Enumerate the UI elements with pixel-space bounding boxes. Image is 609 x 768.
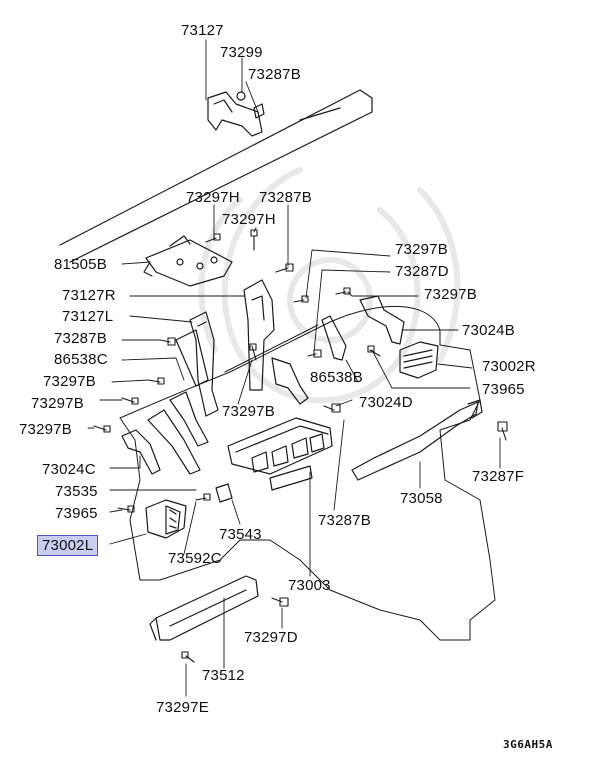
vent-73002R-part	[399, 341, 439, 379]
clip-73543-part	[215, 483, 233, 503]
part-label-73297B-r1[interactable]: 73297B	[395, 241, 448, 258]
plate-81505B-part	[143, 235, 233, 287]
vent-73002L-part	[145, 499, 187, 539]
part-label-73535[interactable]: 73535	[55, 483, 98, 500]
bracket-73024C-part	[121, 391, 209, 475]
part-label-73287D[interactable]: 73287D	[395, 263, 449, 280]
part-label-73297B-r2[interactable]: 73297B	[424, 286, 477, 303]
part-label-73297B-l2[interactable]: 73297B	[31, 395, 84, 412]
part-label-73543[interactable]: 73543	[219, 526, 262, 543]
leader-lines	[87, 39, 501, 697]
part-label-73297B-l3[interactable]: 73297B	[19, 421, 72, 438]
screws	[93, 229, 508, 663]
part-label-73002R[interactable]: 73002R	[482, 358, 536, 375]
part-label-73297D[interactable]: 73297D	[244, 629, 298, 646]
part-label-81505B[interactable]: 81505B	[54, 256, 107, 273]
bracket-73512-part	[149, 575, 259, 641]
bracket-73024D-part	[271, 357, 309, 405]
part-label-73297H-b[interactable]: 73297H	[222, 211, 276, 228]
part-label-73297B-center[interactable]: 73297B	[222, 403, 275, 420]
bracket-86538C-part	[175, 329, 209, 387]
part-label-73287B-left[interactable]: 73287B	[54, 330, 107, 347]
part-label-73003[interactable]: 73003	[288, 577, 331, 594]
part-label-73024C[interactable]: 73024C	[42, 461, 96, 478]
part-label-73287B-top[interactable]: 73287B	[248, 66, 301, 83]
part-label-73965-l[interactable]: 73965	[55, 505, 98, 522]
part-label-73299[interactable]: 73299	[220, 44, 263, 61]
part-label-73297B-l1[interactable]: 73297B	[43, 373, 96, 390]
part-label-73965-r[interactable]: 73965	[482, 381, 525, 398]
body-outline	[59, 89, 496, 641]
part-label-73024B[interactable]: 73024B	[462, 322, 515, 339]
bracket-73058-part	[351, 399, 483, 481]
part-label-73287B-bottom[interactable]: 73287B	[318, 512, 371, 529]
part-label-73127[interactable]: 73127	[181, 22, 224, 39]
bracket-73127R-part	[243, 279, 275, 391]
bracket-73127-part	[207, 91, 265, 137]
diagram-code: 3G6AH5A	[503, 738, 553, 751]
part-label-73512[interactable]: 73512	[202, 667, 245, 684]
part-label-86538C[interactable]: 86538C	[54, 351, 108, 368]
part-label-73024D[interactable]: 73024D	[359, 394, 413, 411]
part-label-73297H-a[interactable]: 73297H	[186, 189, 240, 206]
bracket-73127L-part	[189, 311, 219, 417]
watermark-logo	[198, 167, 461, 404]
part-label-73058[interactable]: 73058	[400, 490, 443, 507]
part-label-86538B[interactable]: 86538B	[310, 369, 363, 386]
bracket-73024B-part	[359, 295, 405, 345]
part-label-73127R[interactable]: 73127R	[62, 287, 116, 304]
center-vent-73003-part	[227, 417, 333, 491]
bracket-86538B-part	[321, 315, 347, 361]
part-label-73287F[interactable]: 73287F	[472, 468, 525, 485]
part-label-73297E[interactable]: 73297E	[156, 699, 209, 716]
part-label-73002L-selected[interactable]: 73002L	[37, 535, 99, 556]
part-label-73592C[interactable]: 73592C	[168, 550, 222, 567]
part-label-73287B-mid[interactable]: 73287B	[259, 189, 312, 206]
part-label-73127L[interactable]: 73127L	[62, 308, 114, 325]
